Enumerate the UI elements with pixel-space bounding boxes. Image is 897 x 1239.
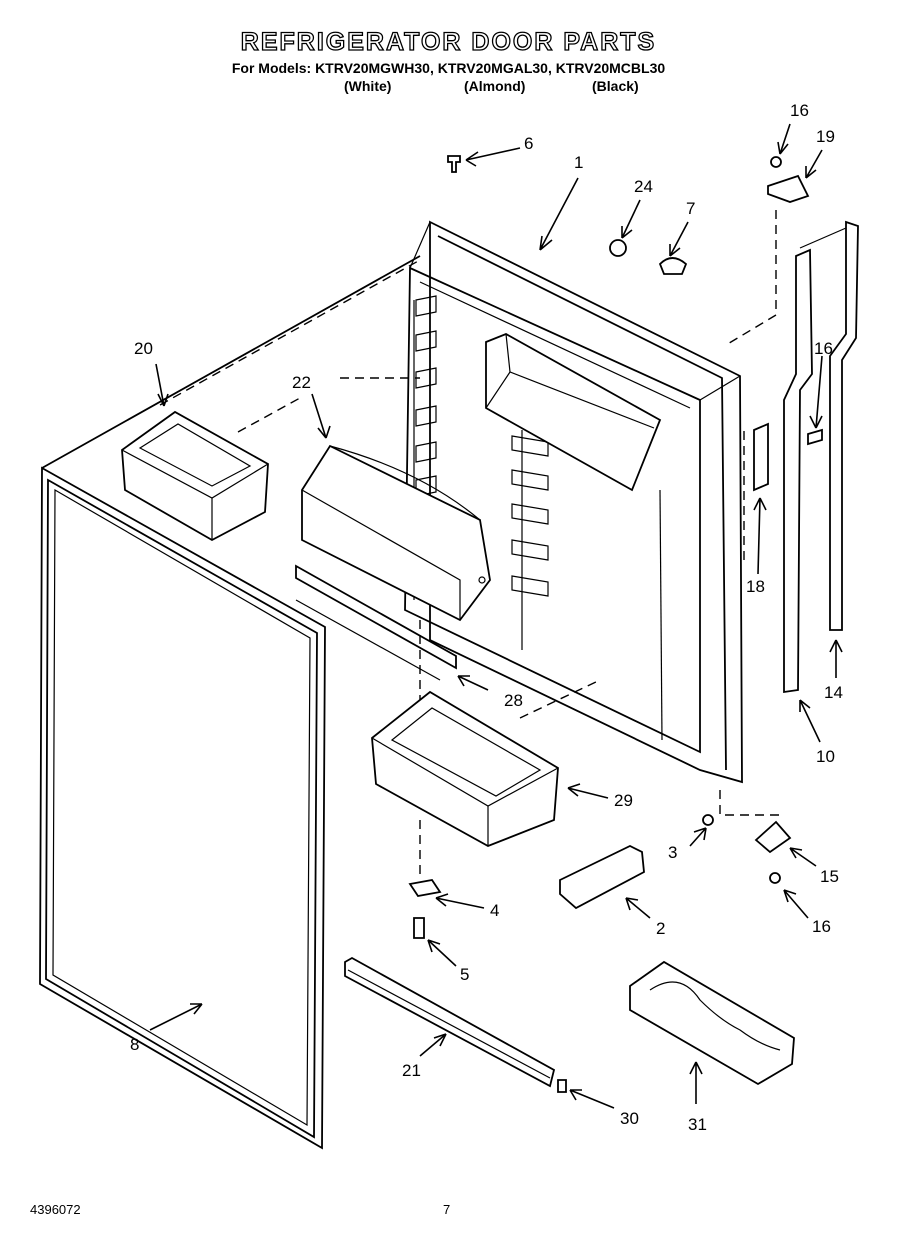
callout-16-mid: 16 xyxy=(814,339,833,358)
hinge-plate xyxy=(753,422,769,492)
dairy-door xyxy=(301,444,491,622)
variant-white: (White) xyxy=(344,78,392,94)
callout-19: 19 xyxy=(816,127,835,146)
callout-1: 1 xyxy=(574,153,583,172)
callout-20: 20 xyxy=(134,339,153,358)
callout-4: 4 xyxy=(490,901,499,920)
callout-5: 5 xyxy=(460,965,469,984)
door-handle xyxy=(799,220,859,631)
leader-arrows xyxy=(149,123,843,1109)
door-trim-vertical xyxy=(783,248,813,694)
variant-black: (Black) xyxy=(592,78,639,94)
callout-21: 21 xyxy=(402,1061,421,1080)
callout-6: 6 xyxy=(524,134,533,153)
door-liner xyxy=(404,220,743,784)
callout-29: 29 xyxy=(614,791,633,810)
page-number: 7 xyxy=(443,1202,451,1217)
door-bin-upper xyxy=(121,410,269,542)
shelf-retainer xyxy=(295,564,457,681)
callout-16-top: 16 xyxy=(790,101,809,120)
callout-28: 28 xyxy=(504,691,523,710)
page-title: REFRIGERATOR DOOR PARTS xyxy=(240,27,657,56)
callout-22: 22 xyxy=(292,373,311,392)
callout-18: 18 xyxy=(746,577,765,596)
handle-insert xyxy=(559,844,645,910)
callout-15: 15 xyxy=(820,867,839,886)
assembly-guides xyxy=(237,210,782,880)
egg-rack xyxy=(629,960,795,1086)
callout-30: 30 xyxy=(620,1109,639,1128)
bottom-trim xyxy=(344,956,556,1088)
model-list: For Models: KTRV20MGWH30, KTRV20MGAL30, … xyxy=(231,60,666,76)
document-number: 4396072 xyxy=(30,1202,81,1217)
hardware xyxy=(408,155,823,1093)
callout-24: 24 xyxy=(634,177,653,196)
variant-almond: (Almond) xyxy=(464,78,526,94)
outer-door-outline xyxy=(41,255,421,469)
door-gasket xyxy=(39,466,326,1150)
door-bin-lower xyxy=(371,690,559,847)
callout-10: 10 xyxy=(816,747,835,766)
callout-31: 31 xyxy=(688,1115,707,1134)
callout-16-bottom: 16 xyxy=(812,917,831,936)
callout-2: 2 xyxy=(656,919,665,938)
callout-14: 14 xyxy=(824,683,843,702)
callout-7: 7 xyxy=(686,199,695,218)
callout-8: 8 xyxy=(130,1035,139,1054)
callout-3: 3 xyxy=(668,843,677,862)
callout-labels: 6 1 24 7 16 19 16 18 14 10 20 22 28 29 3… xyxy=(130,101,843,1134)
